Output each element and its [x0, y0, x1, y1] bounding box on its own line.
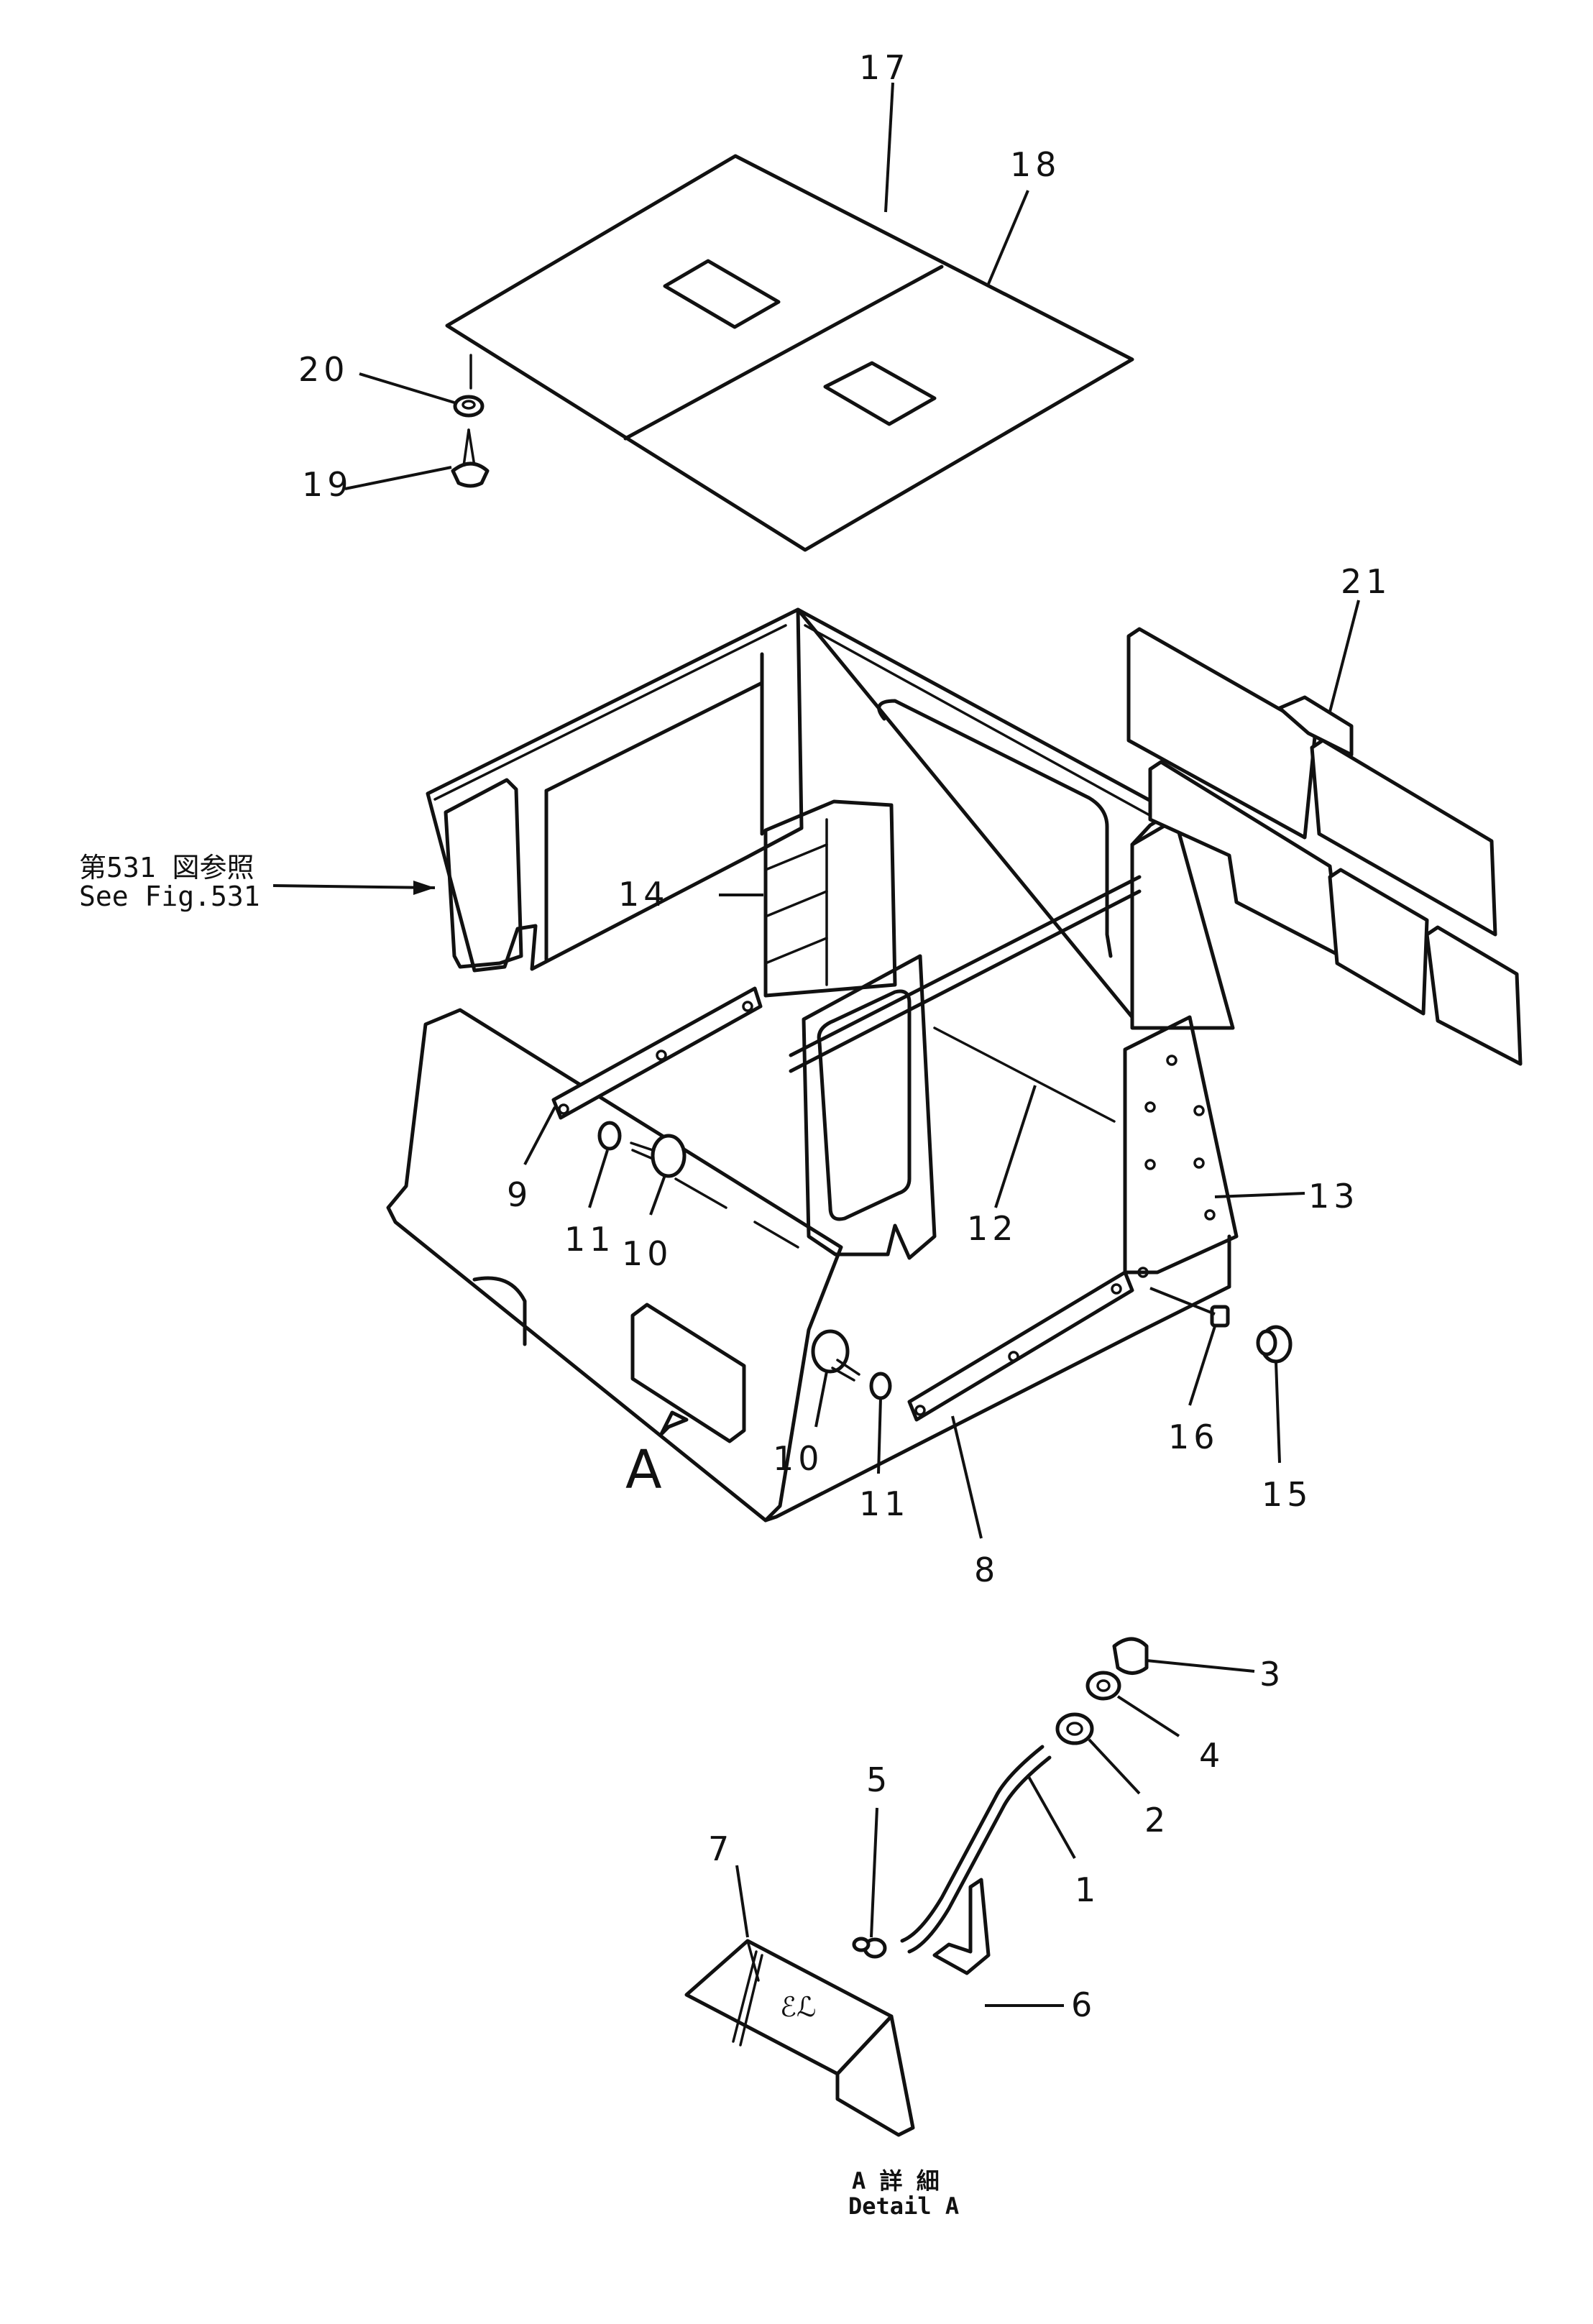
detail-a-assembly: ℰℒ — [684, 1637, 1149, 2137]
callout-11a: 11 — [564, 1220, 615, 1259]
callout-4: 4 — [1199, 1736, 1224, 1775]
callout-15: 15 — [1262, 1475, 1313, 1514]
callout-12: 12 — [967, 1209, 1018, 1248]
leader-lines — [272, 82, 1360, 2007]
callout-8: 8 — [974, 1551, 999, 1589]
callout-16: 16 — [1168, 1418, 1219, 1456]
view-marker-a: A — [625, 1439, 662, 1501]
callout-11b: 11 — [859, 1484, 910, 1523]
callout-20: 20 — [298, 350, 349, 389]
roof-panel — [445, 154, 1134, 552]
callout-5: 5 — [866, 1760, 891, 1799]
callout-13: 13 — [1308, 1177, 1359, 1216]
clip-16 — [1210, 1305, 1230, 1328]
callout-14: 14 — [618, 875, 669, 914]
callout-18: 18 — [1010, 145, 1061, 184]
callout-6: 6 — [1071, 1985, 1096, 2024]
detail-caption-jp: A 詳 細 — [852, 2167, 940, 2195]
reference-note-jp: 第531 図参照 — [79, 852, 254, 883]
screw-19 — [451, 428, 490, 488]
callout-19: 19 — [302, 465, 353, 504]
callout-1: 1 — [1075, 1870, 1100, 1909]
insulation-pads — [1126, 627, 1523, 1066]
callout-2: 2 — [1144, 1801, 1170, 1840]
callout-17: 17 — [859, 48, 910, 87]
detail-caption-en: Detail A — [848, 2192, 959, 2220]
plate-mark: ℰℒ — [780, 1991, 816, 2023]
callout-10a: 10 — [622, 1234, 673, 1273]
screw-10a — [630, 1134, 687, 1178]
washer-11b — [869, 1372, 892, 1400]
callout-7: 7 — [708, 1829, 733, 1868]
reference-note-en: See Fig.531 — [79, 881, 260, 912]
washer-11a — [597, 1121, 622, 1151]
callout-3: 3 — [1259, 1655, 1285, 1694]
callout-21: 21 — [1341, 562, 1392, 601]
callout-9: 9 — [507, 1175, 532, 1214]
fastener-20 — [453, 395, 485, 418]
callout-10b: 10 — [773, 1439, 824, 1478]
cab-shell — [386, 607, 1239, 1522]
screw-10b — [811, 1329, 860, 1382]
cap-15 — [1256, 1325, 1293, 1364]
